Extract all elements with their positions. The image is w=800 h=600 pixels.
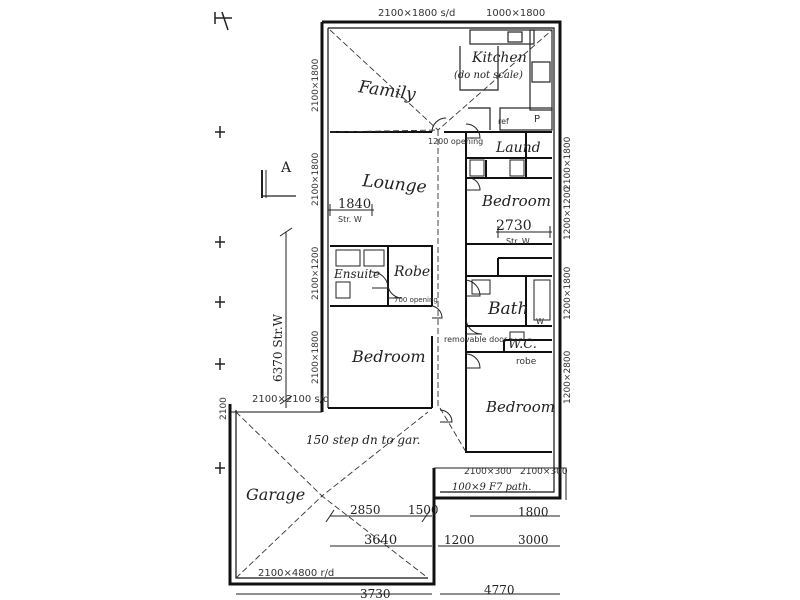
- room-label-wc: W.C.: [508, 337, 537, 352]
- door-swings: [371, 117, 483, 423]
- dimension-lines: [236, 204, 560, 595]
- garage-door-bottom: 2100×4800 r/d: [258, 568, 334, 579]
- window-left-1: 2100×1800: [311, 58, 321, 112]
- room-label-bedroom-right-bottom: Bedroom: [485, 398, 555, 416]
- section-marker-label: A: [280, 160, 292, 176]
- opening-1200: 1200 opening: [428, 137, 483, 146]
- exterior-walls: [228, 20, 562, 586]
- dimension-2730: 2730: [496, 218, 532, 234]
- opening-700: 700 opening: [394, 296, 438, 304]
- window-right-4: 1200×2800: [563, 350, 573, 404]
- dimension-3640: 3640: [364, 533, 397, 548]
- window-garage-side: 2100: [219, 397, 229, 420]
- window-left-4: 2100×1800: [311, 330, 321, 384]
- window-right-2: 1200×1200: [563, 186, 573, 240]
- wardrobe-label: W: [536, 317, 544, 326]
- dimension-3730: 3730: [360, 587, 391, 600]
- paths-note: 100×9 F7 path.: [452, 482, 532, 493]
- dimension-1800: 1800: [518, 505, 549, 519]
- removable-door-note: removable door: [444, 335, 508, 344]
- window-left-3: 2100×1200: [311, 246, 321, 300]
- window-right-3: 1200×1800: [563, 266, 573, 320]
- garage-door-top: 2100×2100 s/d: [252, 394, 329, 405]
- interior-walls: [330, 131, 552, 453]
- dimension-3000: 3000: [518, 533, 549, 547]
- step-down-note: 150 step dn to gar.: [306, 433, 420, 447]
- room-label-bath: Bath: [487, 299, 528, 319]
- room-label-family: Family: [356, 77, 417, 105]
- dimension-1200: 1200: [444, 533, 475, 547]
- room-label-robe: Robe: [393, 264, 430, 280]
- fridge-label: ref: [498, 117, 509, 126]
- window-bottom-1: 2100×300: [464, 467, 512, 477]
- window-top-kitchen: 1000×1800: [486, 8, 545, 19]
- room-label-bedroom-right-top: Bedroom: [481, 192, 551, 210]
- room-diagonals: [235, 29, 553, 579]
- room-label-laundry: Laund: [495, 140, 541, 156]
- dimension-4770: 4770: [484, 583, 515, 597]
- room-label-ensuite: Ensuite: [333, 267, 380, 281]
- kitchen-fittings: [459, 29, 553, 131]
- dimension-6370: 6370 Str.W: [271, 313, 285, 382]
- dimension-2850: 2850: [350, 503, 381, 517]
- sanitary-fixtures: [335, 159, 551, 341]
- str-w-label-2: Str. W: [506, 237, 530, 246]
- window-top-family: 2100×1800 s/d: [378, 8, 455, 19]
- room-label-kitchen: Kitchen: [471, 50, 527, 66]
- patio-edge: [434, 467, 567, 500]
- window-bottom-2: 2100×300: [520, 467, 568, 477]
- kitchen-note: (do not scale): [454, 70, 523, 81]
- dimension-1500: 1500: [408, 503, 439, 517]
- str-w-label-1: Str. W: [338, 215, 362, 224]
- left-margin-marks: [214, 11, 232, 474]
- pantry-label: P: [534, 114, 540, 125]
- dimension-1840: 1840: [338, 197, 371, 212]
- window-right-1: 2100×1800: [563, 136, 573, 190]
- room-label-lounge: Lounge: [360, 171, 427, 198]
- room-label-bedroom-left: Bedroom: [351, 347, 426, 366]
- window-left-2: 2100×1800: [311, 152, 321, 206]
- robe-small-label: robe: [516, 357, 537, 367]
- section-marker-a: A: [261, 160, 296, 198]
- room-label-garage: Garage: [246, 485, 305, 504]
